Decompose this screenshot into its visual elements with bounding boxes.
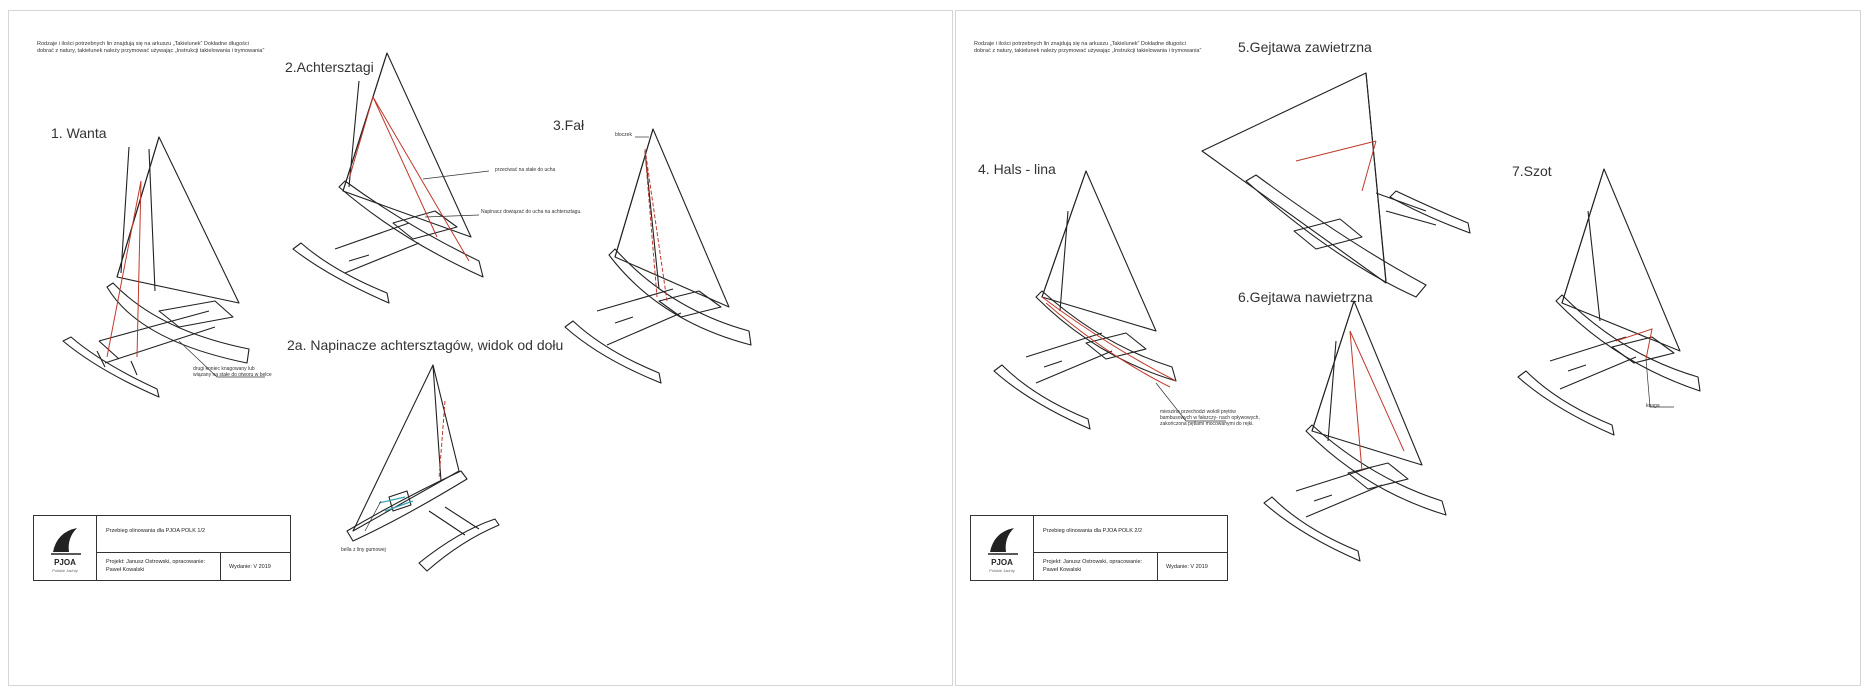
callout-knaga: knaga: [1646, 403, 1660, 409]
label-fal: 3.Fał: [553, 117, 585, 133]
title-row: Przebieg olinowania dla PJOA POLK 1/2: [96, 516, 290, 553]
sheet-note: Rodzaje i ilości potrzebnych lin znajduj…: [37, 41, 265, 54]
brand-name: PJOA: [991, 558, 1013, 567]
boat-drawing-gejtawa-nawietrzna: [1263, 300, 1447, 562]
rigging-fal: [644, 148, 668, 302]
sheet-note: Rodzaje i ilości potrzebnych lin znajduj…: [974, 41, 1202, 54]
callout-wanta-end: drugi koniec knagowany lub wiązany na st…: [193, 366, 272, 378]
callout-bloczek: bloczek: [615, 132, 632, 138]
boat-drawing-fal: [564, 128, 752, 384]
author-credit: Projekt: Janusz Ostrowski, opracowanie: …: [106, 559, 206, 573]
label-szot: 7.Szot: [1512, 163, 1552, 179]
rigging-gejtawa-zawietrzna: [1295, 140, 1377, 192]
sheet2-boat-drawings: [993, 72, 1701, 562]
edition: Wydanie: V 2019: [220, 552, 290, 580]
label-hals: 4. Hals - lina: [978, 161, 1056, 177]
boat-drawing-achtersztagi: [292, 52, 484, 304]
boat-drawing-wanta: [62, 136, 250, 398]
label-gejtawa-nawietrzna: 6.Gejtawa nawietrzna: [1238, 289, 1373, 305]
drawing-sheet-1: Rodzaje i ilości potrzebnych lin znajduj…: [8, 10, 953, 686]
drawing-title: Przebieg olinowania dla PJOA POLK 2/2: [1043, 528, 1143, 534]
pjoa-logo: PJOA Polskie Jachty: [971, 516, 1034, 580]
title-block: PJOA Polskie Jachty Przebieg olinowania …: [970, 515, 1228, 581]
rigging-wanta: [106, 180, 142, 358]
callout-lina-gumowa: bella z liny gumowej: [341, 547, 386, 553]
rigging-szot: [1615, 328, 1653, 360]
boat-drawing-gejtawa-zawietrzna: [1201, 72, 1471, 298]
callout-ucho: przeciwać na stałe do ucha: [495, 167, 556, 173]
boat-drawing-hals: [993, 170, 1177, 430]
title-block: PJOA Polskie Jachty Przebieg olinowania …: [33, 515, 291, 581]
rigging-achtersztagi: [348, 96, 470, 262]
pjoa-logo-icon: [51, 528, 81, 555]
pjoa-logo-icon: [988, 528, 1018, 555]
brand-sub: Polskie Jachty: [989, 568, 1015, 573]
label-gejtawa-zawietrzna: 5.Gejtawa zawietrzna: [1238, 39, 1372, 55]
sheet1-boat-drawings: [62, 52, 752, 572]
boat-drawing-napinacze: [346, 364, 500, 572]
rigging-hals: [1041, 296, 1177, 388]
callout-hals-note: mieszina przechodzi wokół prętów bambuso…: [1160, 409, 1260, 427]
label-achtersztagi: 2.Achtersztagi: [285, 59, 374, 75]
rigging-napinacze: [438, 400, 446, 480]
author-credit: Projekt: Janusz Ostrowski, opracowanie: …: [1043, 559, 1143, 573]
edition: Wydanie: V 2019: [1157, 552, 1227, 580]
drawing-sheet-2: Rodzaje i ilości potrzebnych lin znajduj…: [955, 10, 1861, 686]
label-napinacze: 2a. Napinacze achtersztagów, widok od do…: [287, 337, 564, 353]
brand-name: PJOA: [54, 558, 76, 567]
elastic-line: [378, 496, 414, 512]
boat-drawing-szot: [1517, 168, 1701, 436]
title-row: Przebieg olinowania dla PJOA POLK 2/2: [1033, 516, 1227, 553]
callout-napinacz: Napinacz dowiązać do ucha na achtersztag…: [481, 209, 582, 215]
pjoa-logo: PJOA Polskie Jachty: [34, 516, 97, 580]
brand-sub: Polskie Jachty: [52, 568, 78, 573]
label-wanta: 1. Wanta: [51, 125, 107, 141]
rigging-gejtawa-nawietrzna: [1349, 330, 1405, 472]
drawing-title: Przebieg olinowania dla PJOA POLK 1/2: [106, 528, 206, 534]
